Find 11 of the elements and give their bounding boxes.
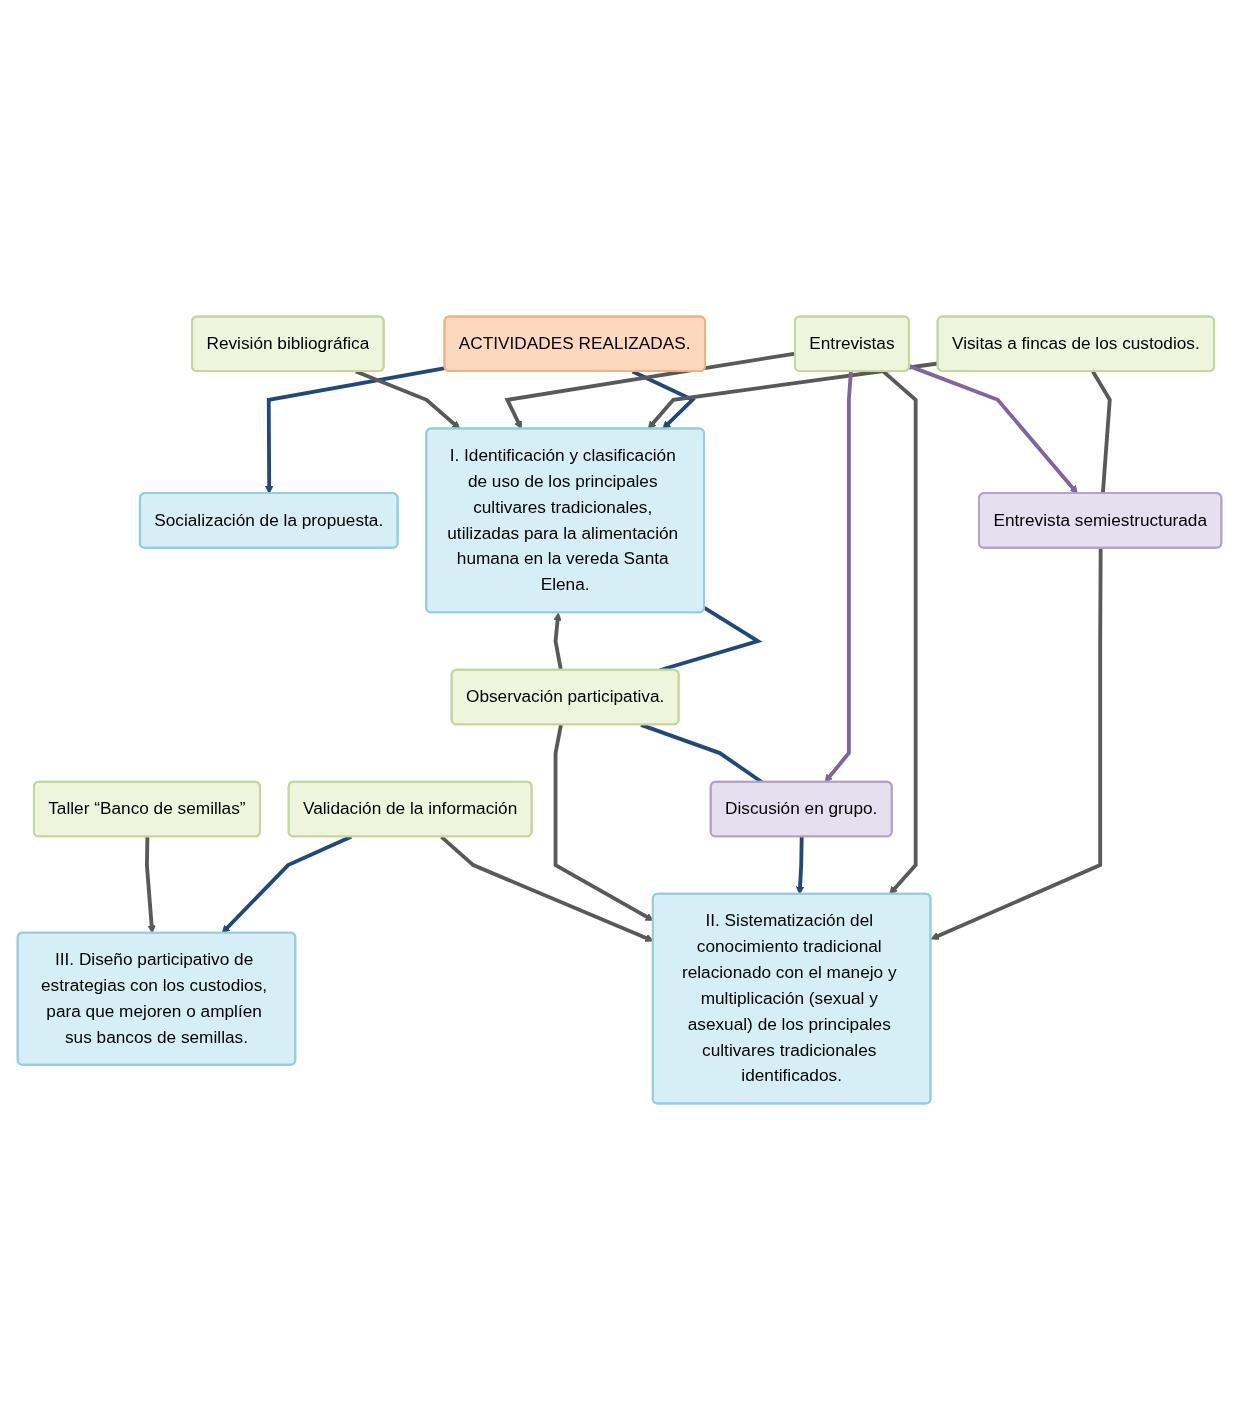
arrow xyxy=(145,836,156,934)
arrow xyxy=(824,371,853,783)
arrow xyxy=(882,370,918,895)
arrow xyxy=(795,836,805,895)
arrow xyxy=(908,364,1078,494)
arrow xyxy=(647,361,939,430)
arrow xyxy=(264,366,446,494)
arrow xyxy=(553,612,563,671)
connector xyxy=(1091,370,1112,494)
arrow xyxy=(930,548,1103,940)
arrow xyxy=(221,835,352,934)
